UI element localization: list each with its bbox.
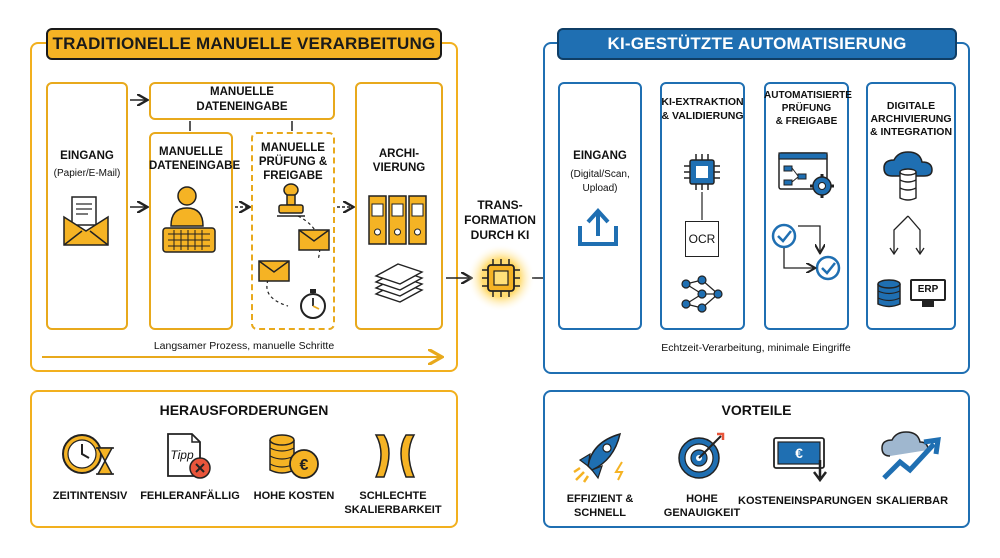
manual-archive-title-1: ARCHI- (378, 148, 420, 160)
challenge-label-time: ZEITINTENSIV (52, 490, 128, 502)
ai-review-title-1: AUTOMATISIERTE (764, 90, 852, 101)
ai-review-title-2: PRÜFUNG (781, 103, 832, 114)
ai-archive-title-1: DIGITALE (886, 100, 936, 112)
ai-input-sub-2: Upload) (582, 183, 618, 194)
manual-review-title-2: PRÜFUNG & (258, 156, 328, 168)
challenge-label-errors: FEHLERANFÄLLIG (140, 490, 240, 502)
cloud-database-icon (883, 151, 933, 201)
manual-review-title-3: FREIGABE (263, 170, 323, 182)
ai-review-title-3: & FREIGABE (775, 116, 838, 127)
benefits-panel (543, 390, 970, 528)
ai-extraction-title-2: & VALIDIERUNG (661, 110, 744, 122)
manual-top-box-label-1: MANUELLE (210, 86, 274, 98)
cpu-chip-icon (684, 154, 720, 220)
ocr-label: OCR (688, 232, 716, 246)
ai-archive-title-3: & INTEGRATION (869, 126, 953, 138)
manual-top-box-label-2: DATENEINGABE (196, 101, 288, 113)
challenges-title: HERAUSFORDERUNGEN (159, 402, 329, 418)
neural-network-icon (681, 275, 723, 313)
upload-icon (578, 208, 618, 246)
paper-stack-icon (374, 263, 424, 303)
money-savings-icon: € (773, 437, 827, 483)
workflow-gear-icon (778, 152, 834, 198)
ai-extraction-title-1: KI-EXTRAKTION (661, 96, 744, 108)
ai-input-box (558, 82, 642, 330)
target-icon (678, 432, 725, 479)
ai-caption: Echtzeit-Verarbeitung, minimale Eingriff… (661, 342, 851, 354)
benefit-label-savings: KOSTENEINSPARUNGEN (738, 495, 872, 507)
database-icon (877, 279, 901, 308)
ai-automation-header: KI-GESTÜTZTE AUTOMATISIERUNG (557, 28, 957, 60)
erp-monitor (910, 279, 946, 301)
benefits-title: VORTEILE (721, 402, 792, 418)
benefit-label-scalable: SKALIERBAR (875, 495, 949, 507)
ai-review-box (764, 82, 849, 330)
manual-input-title: EINGANG (60, 150, 114, 162)
svg-text:€: € (795, 445, 803, 461)
benefit-label-accuracy-2: GENAUIGKEIT (663, 507, 741, 519)
envelope-document-icon (63, 196, 109, 246)
manual-input-sub: (Papier/E-Mail) (53, 168, 121, 179)
stamp-icon (277, 183, 305, 217)
ocr-document (685, 221, 719, 257)
challenge-label-costs: HOHE KOSTEN (253, 490, 335, 502)
scalability-arrows-icon (374, 434, 416, 478)
cloud-growth-icon (881, 431, 941, 480)
manual-review-title-1: MANUELLE (261, 142, 325, 154)
person-keyboard-icon (162, 186, 216, 253)
envelope-icon (258, 260, 290, 282)
manual-archive-title-2: VIERUNG (372, 162, 426, 174)
erp-monitor-stand (922, 301, 934, 307)
transformation-label-2: FORMATION (464, 213, 536, 227)
envelope-icon (298, 229, 330, 251)
ai-input-title: EINGANG (573, 150, 627, 162)
clock-hourglass-icon (62, 434, 114, 475)
manual-process-header: TRADITIONELLE MANUELLE VERARBEITUNG (46, 28, 442, 60)
benefit-label-accuracy-1: HOHE (686, 493, 718, 505)
manual-entry-title-2: DATENEINGABE (149, 160, 241, 172)
coins-icon: € (269, 434, 319, 479)
document-error-icon (167, 433, 211, 479)
challenge-label-scalability-2: SKALIERBARKEIT (344, 504, 442, 516)
manual-top-box (149, 82, 335, 120)
manual-entry-title-1: MANUELLE (159, 146, 223, 158)
integration-arrows (889, 215, 925, 256)
ai-chip-glow-icon (467, 244, 535, 312)
transformation-label-3: DURCH KI (470, 228, 530, 242)
transformation-label-1: TRANS- (477, 198, 523, 212)
benefit-label-efficient-1: EFFIZIENT & (566, 493, 634, 505)
ai-input-sub-1: (Digital/Scan, (570, 169, 630, 180)
manual-caption: Langsamer Prozess, manuelle Schritte (153, 340, 335, 352)
challenge-label-scalability-1: SCHLECHTE (359, 490, 427, 502)
stopwatch-icon (300, 289, 326, 319)
checkmark-flow-icon (771, 223, 841, 281)
benefit-label-efficient-2: SCHNELL (574, 507, 626, 519)
binders-icon (368, 195, 427, 245)
rocket-icon (573, 432, 624, 483)
tipp-text: Tipp (170, 448, 194, 462)
erp-label: ERP (917, 284, 939, 295)
ai-archive-title-2: ARCHIVIERUNG (870, 113, 952, 125)
svg-text:€: € (300, 457, 309, 474)
